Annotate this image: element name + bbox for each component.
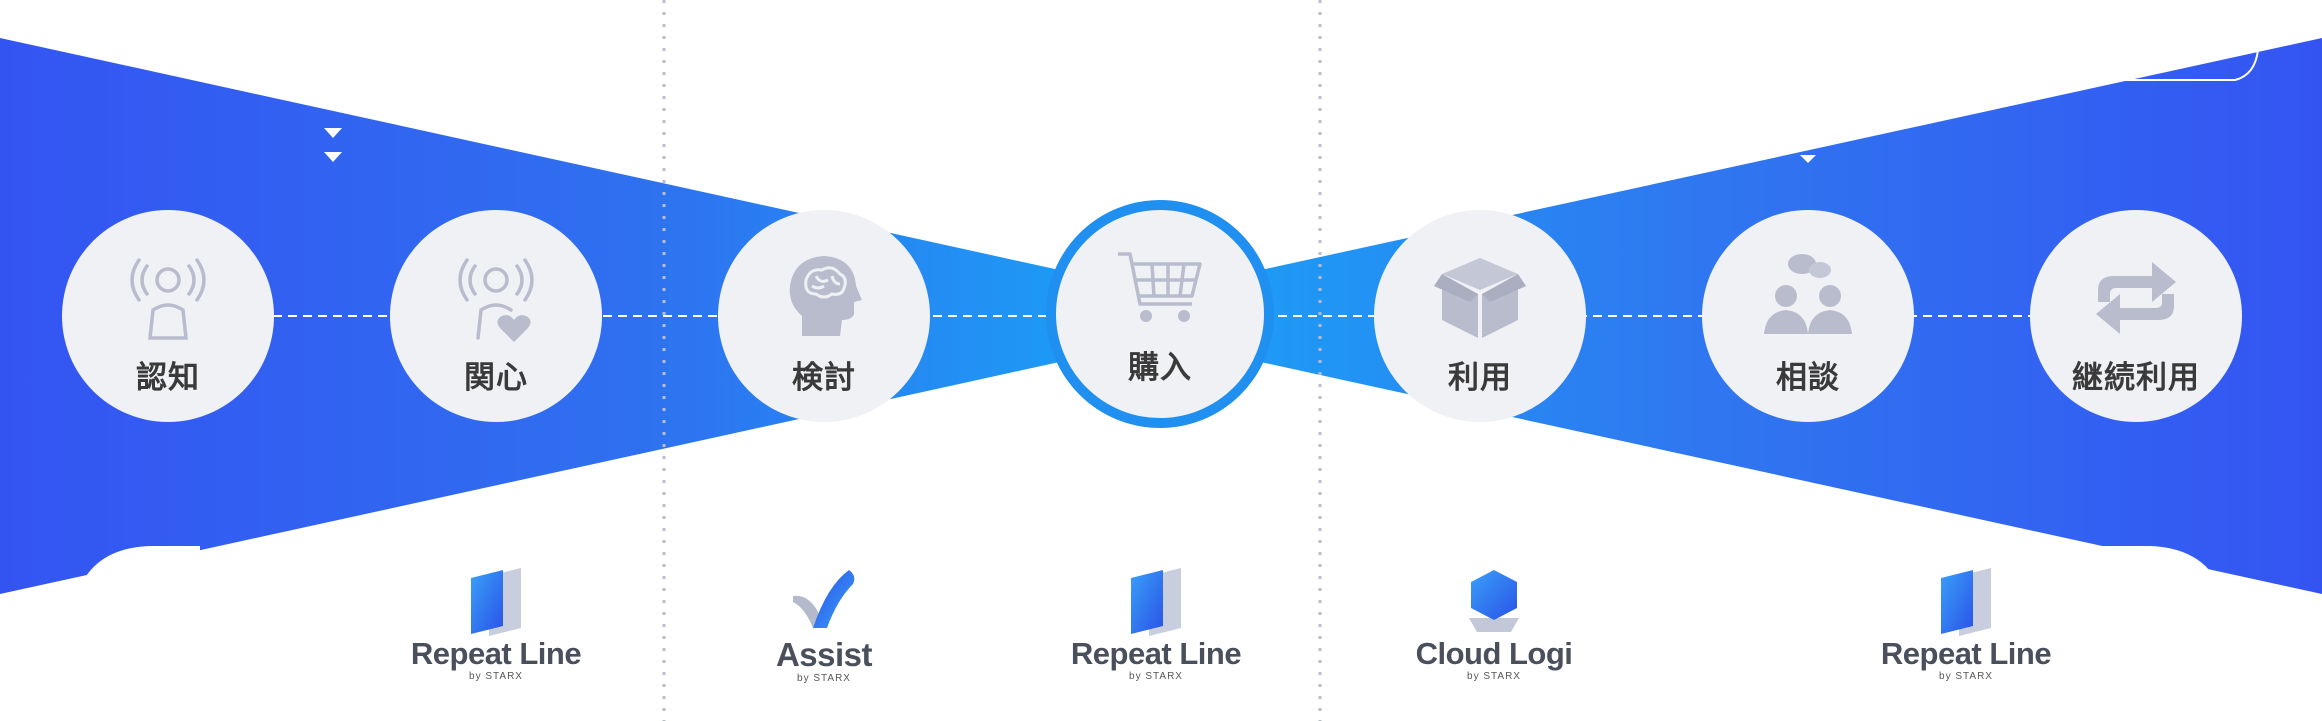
down-arrow-icon xyxy=(1800,155,1816,163)
product-name: Repeat Line xyxy=(410,636,582,671)
stage-label: 関心 xyxy=(464,360,528,396)
product-byline: by STARX xyxy=(797,673,851,684)
person-heart-icon xyxy=(458,258,534,342)
product-name: Cloud Logi xyxy=(1415,636,1573,671)
right-bottom-cutout xyxy=(2100,546,2225,600)
product-repeat-line: Repeat Line by STARX xyxy=(1064,566,1248,682)
down-arrow-icon xyxy=(324,152,342,162)
stage-consultation: 相談 xyxy=(1702,210,1914,422)
stage-usage: 利用 xyxy=(1374,210,1586,422)
product-assist: Assist by STARX xyxy=(732,566,916,684)
product-byline: by STARX xyxy=(469,671,523,682)
stage-label: 検討 xyxy=(792,360,856,396)
stage-continued-use: 継続利用 xyxy=(2030,210,2242,422)
stage-interest: 関心 xyxy=(390,210,602,422)
stage-awareness: 認知 xyxy=(62,210,274,422)
corner-outline-deco xyxy=(2120,49,2259,81)
repeat-line-logo xyxy=(471,568,521,636)
open-box-icon xyxy=(1434,258,1526,338)
product-repeat-line: Repeat Line by STARX xyxy=(1874,566,2058,682)
product-byline: by STARX xyxy=(1939,671,1993,682)
down-arrow-icon xyxy=(324,128,342,138)
repeat-arrows-icon xyxy=(2096,262,2176,334)
shopping-cart-icon xyxy=(1118,252,1202,322)
product-repeat-line: Repeat Line by STARX xyxy=(404,566,588,682)
product-byline: by STARX xyxy=(1467,671,1521,682)
stage-label: 利用 xyxy=(1448,360,1512,396)
stage-label: 相談 xyxy=(1776,360,1840,396)
product-name: Repeat Line xyxy=(1070,636,1242,671)
assist-logo xyxy=(793,570,855,628)
stage-purchase: 購入 xyxy=(1046,200,1274,428)
product-byline: by STARX xyxy=(1129,671,1183,682)
cloud-logi-logo xyxy=(1469,570,1519,632)
broadcast-person-icon xyxy=(130,258,206,340)
stage-label: 購入 xyxy=(1128,350,1192,386)
repeat-line-logo xyxy=(1131,568,1181,636)
product-name: Assist xyxy=(775,636,873,673)
product-cloud-logi: Cloud Logi by STARX xyxy=(1402,566,1586,682)
repeat-line-logo xyxy=(1941,568,1991,636)
people-chat-icon xyxy=(1764,254,1852,334)
left-bottom-cutout xyxy=(75,546,200,600)
brain-head-icon xyxy=(789,256,862,336)
stage-label: 継続利用 xyxy=(2072,360,2200,396)
product-name: Repeat Line xyxy=(1880,636,2052,671)
stage-label: 認知 xyxy=(136,360,200,396)
stage-consideration: 検討 xyxy=(718,210,930,422)
